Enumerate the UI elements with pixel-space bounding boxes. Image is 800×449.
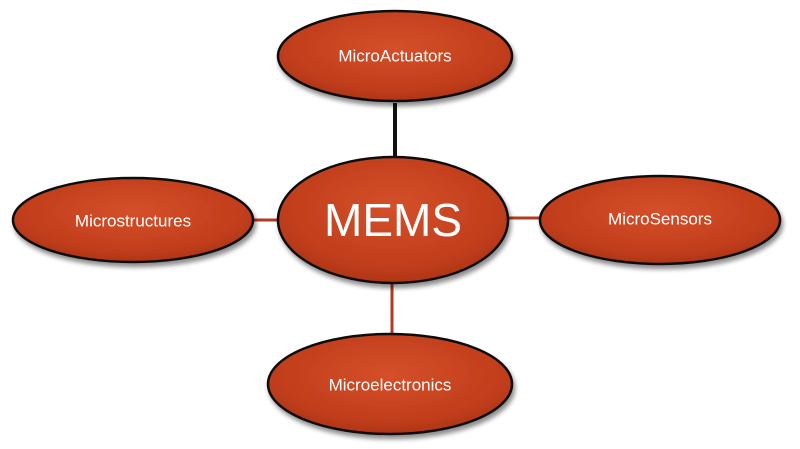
node-microelectronics: Microelectronics: [266, 332, 514, 436]
label-mems: MEMS: [324, 194, 462, 246]
label-microactuators: MicroActuators: [338, 47, 451, 66]
node-microsensors: MicroSensors: [538, 174, 782, 266]
label-microelectronics: Microelectronics: [329, 376, 452, 395]
node-microstructures: Microstructures: [11, 176, 255, 264]
label-microstructures: Microstructures: [75, 212, 191, 231]
node-microactuators: MicroActuators: [276, 9, 514, 103]
node-mems: MEMS: [276, 155, 510, 285]
label-microsensors: MicroSensors: [608, 210, 712, 229]
